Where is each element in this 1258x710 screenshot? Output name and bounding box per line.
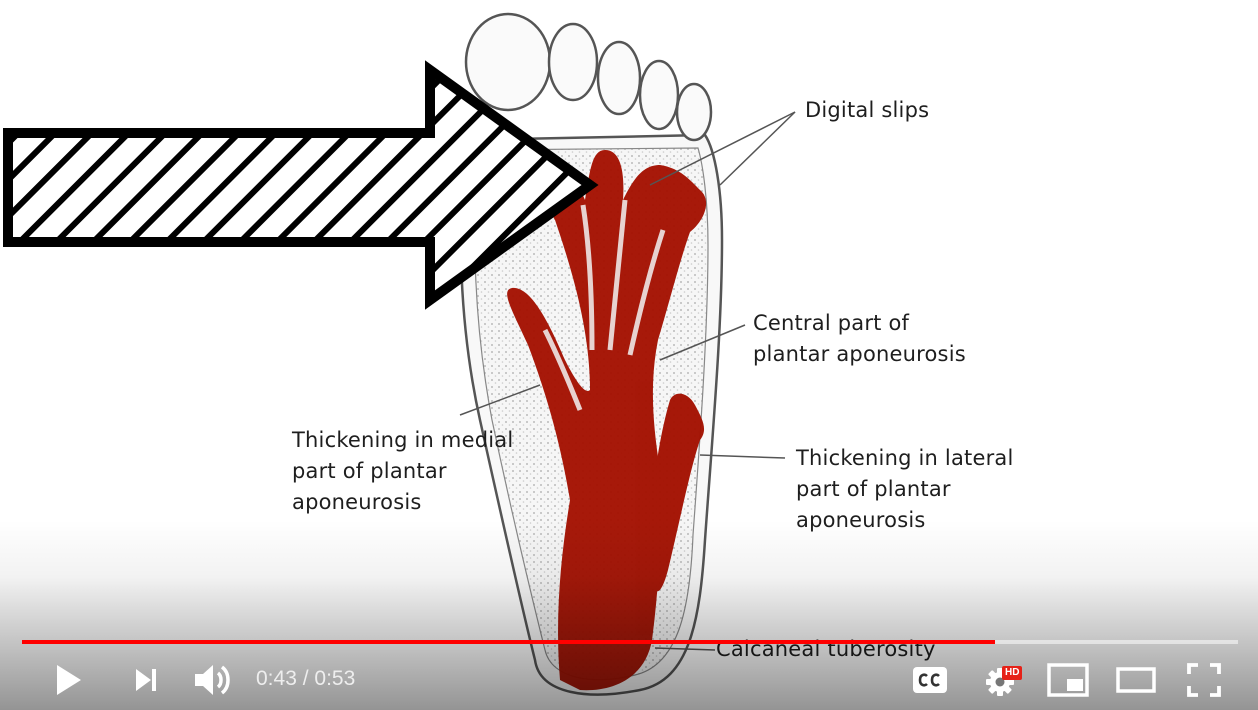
theater-mode-button[interactable] bbox=[1112, 660, 1160, 700]
fullscreen-button[interactable] bbox=[1180, 660, 1228, 700]
time-separator: / bbox=[296, 667, 315, 690]
next-icon bbox=[136, 669, 156, 691]
label-leader-lines bbox=[459, 111, 796, 651]
slip-separations bbox=[542, 199, 666, 411]
play-icon bbox=[57, 665, 81, 695]
label-medial-thickening: Thickening in medial part of plantar apo… bbox=[292, 428, 514, 514]
toe-5 bbox=[675, 82, 713, 142]
miniplayer-button[interactable] bbox=[1044, 660, 1092, 700]
volume-icon bbox=[195, 665, 230, 695]
label-central-part: Central part of plantar aponeurosis bbox=[753, 311, 966, 366]
fullscreen-icon bbox=[1187, 663, 1221, 697]
next-button[interactable] bbox=[124, 660, 168, 700]
captions-button[interactable] bbox=[906, 660, 954, 700]
toe-2 bbox=[547, 22, 599, 102]
label-lateral-thickening: Thickening in lateral part of plantar ap… bbox=[796, 446, 1014, 532]
arrow-overlay bbox=[3, 60, 599, 310]
toe-3 bbox=[596, 40, 642, 116]
time-display: 0:43 / 0:53 bbox=[256, 667, 355, 691]
toe-4 bbox=[638, 59, 680, 131]
progress-played bbox=[22, 640, 995, 644]
plantar-aponeurosis bbox=[493, 150, 707, 691]
captions-icon bbox=[913, 667, 947, 693]
progress-bar[interactable] bbox=[22, 638, 1238, 646]
miniplayer-icon bbox=[1047, 663, 1089, 697]
hd-badge: HD bbox=[1002, 666, 1023, 680]
play-button[interactable] bbox=[46, 660, 90, 700]
big-toe bbox=[464, 12, 552, 112]
settings-button[interactable]: HD bbox=[978, 660, 1026, 700]
volume-button[interactable] bbox=[188, 660, 236, 700]
duration: 0:53 bbox=[314, 667, 356, 690]
current-time: 0:43 bbox=[256, 667, 297, 690]
theater-mode-icon bbox=[1116, 667, 1156, 693]
player-controls: 0:43 / 0:53 HD bbox=[0, 652, 1258, 710]
label-digital-slips: Digital slips bbox=[805, 98, 930, 122]
